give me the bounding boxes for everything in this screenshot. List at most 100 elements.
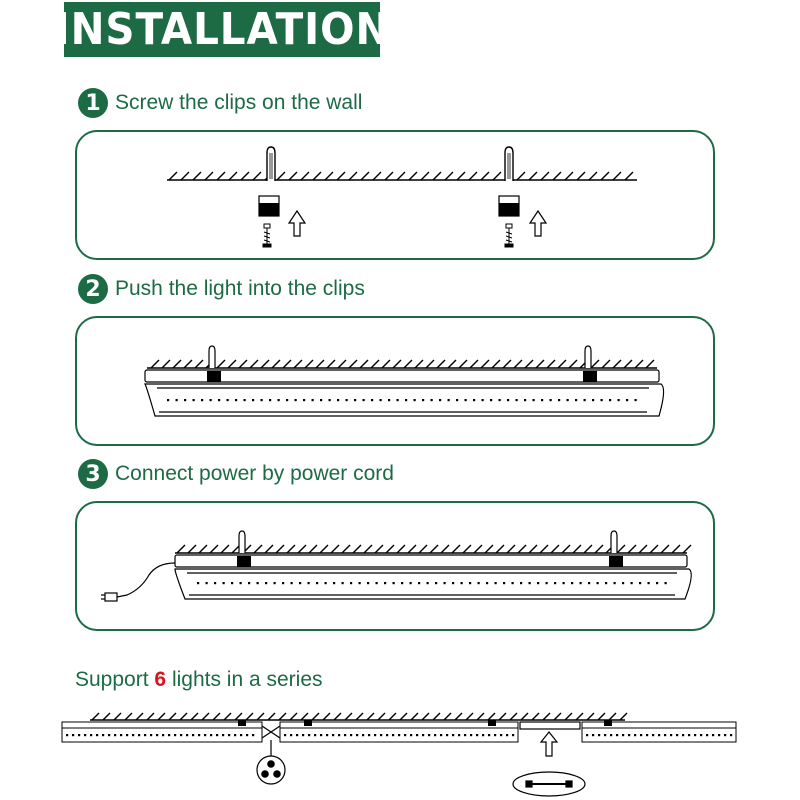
wall-hatch-mark <box>539 544 549 554</box>
led-chip <box>231 582 234 585</box>
step-2-panel <box>75 316 715 446</box>
led-chip <box>277 399 280 402</box>
led-chip <box>730 734 733 737</box>
wall-hatch-mark <box>355 712 364 721</box>
led-chip <box>374 734 377 737</box>
led-chip <box>503 582 506 585</box>
led-chip <box>84 734 87 737</box>
wall-hatch-mark <box>492 171 502 181</box>
page-title: INSTALLATION <box>54 4 390 55</box>
led-chip <box>379 399 382 402</box>
wall-hatch-mark <box>436 359 446 369</box>
wall-hatch-mark <box>289 712 298 721</box>
wall-hatch-mark <box>381 359 391 369</box>
clip-icon <box>304 720 312 726</box>
wall-hatch-mark <box>392 359 402 369</box>
wall-hatch-mark <box>276 171 286 181</box>
led-chip <box>446 734 449 737</box>
wall-hatch-mark <box>194 359 204 369</box>
wall-hatch-mark <box>341 544 351 554</box>
wall-hatch-mark <box>495 544 505 554</box>
led-chip <box>392 734 395 737</box>
wall-hatch-mark <box>638 544 648 554</box>
wall-hatch-mark <box>227 359 237 369</box>
wall-hatch-mark <box>408 171 418 181</box>
led-chip <box>470 734 473 737</box>
led-chip <box>440 734 443 737</box>
led-chip <box>174 734 177 737</box>
wall-hatch-mark <box>212 712 221 721</box>
led-chip <box>506 734 509 737</box>
led-chip <box>299 582 302 585</box>
wall-hatch-mark <box>458 359 468 369</box>
led-chip <box>168 734 171 737</box>
led-chip <box>256 582 259 585</box>
wall-hatch-mark <box>124 712 133 721</box>
led-chip <box>532 399 535 402</box>
led-chip <box>234 734 237 737</box>
clip-icon <box>207 371 221 382</box>
wall-hatch-mark <box>385 544 395 554</box>
led-chip <box>126 734 129 737</box>
series-illustration <box>61 712 737 797</box>
wall-hatch-mark <box>146 712 155 721</box>
screw-icon <box>504 223 514 248</box>
led-chip <box>490 399 493 402</box>
led-chip <box>494 582 497 585</box>
led-chip <box>664 734 667 737</box>
led-chip <box>132 734 135 737</box>
wall-hatch-mark <box>288 171 298 181</box>
led-chip <box>617 399 620 402</box>
wall-hatch-mark <box>616 544 626 554</box>
wall-hatch-mark <box>414 359 424 369</box>
wall-hatch-mark <box>201 712 210 721</box>
wall-hatch-mark <box>561 544 571 554</box>
led-chip <box>562 582 565 585</box>
led-chip <box>628 734 631 737</box>
led-chip <box>326 734 329 737</box>
led-chip <box>260 399 263 402</box>
wall-hatch-mark <box>480 359 490 369</box>
led-chip <box>640 734 643 737</box>
led-chip <box>296 734 299 737</box>
led-chip <box>66 734 69 737</box>
wall-hatch-mark <box>524 359 534 369</box>
wall-hatch-mark <box>498 712 507 721</box>
wall-hatch-mark <box>540 171 550 181</box>
led-chip <box>682 734 685 737</box>
wall-hatch-mark <box>372 171 382 181</box>
screw-icon <box>262 223 272 248</box>
wall-hatch-mark <box>476 712 485 721</box>
led-chip <box>398 734 401 737</box>
wall-hatch-mark <box>506 544 516 554</box>
led-chip <box>303 399 306 402</box>
clip-icon <box>584 345 592 368</box>
led-chip <box>332 734 335 737</box>
wall-hatch-mark <box>300 712 309 721</box>
wall-hatch-mark <box>553 712 562 721</box>
led-chip <box>592 399 595 402</box>
wall-hatch-mark <box>348 359 358 369</box>
led-chip <box>356 734 359 737</box>
wall-hatch-mark <box>528 171 538 181</box>
led-chip <box>486 582 489 585</box>
wall-hatch-mark <box>627 544 637 554</box>
wall-hatch-mark <box>245 712 254 721</box>
led-chip <box>108 734 111 737</box>
led-chip <box>345 399 348 402</box>
wall-hatch-mark <box>366 712 375 721</box>
wall-hatch-mark <box>179 712 188 721</box>
wall-hatch-mark <box>234 712 243 721</box>
clip-icon <box>609 556 623 567</box>
led-chip <box>150 734 153 737</box>
led-chip <box>515 399 518 402</box>
wall-hatch-mark <box>531 712 540 721</box>
wall-hatch-mark <box>271 359 281 369</box>
wall-hatch-mark <box>465 712 474 721</box>
led-chip <box>198 734 201 737</box>
led-chip <box>350 582 353 585</box>
power-cord-icon <box>101 562 176 602</box>
clip-icon <box>266 146 276 181</box>
wall-hatch-mark <box>198 544 208 554</box>
led-chip <box>670 734 673 737</box>
